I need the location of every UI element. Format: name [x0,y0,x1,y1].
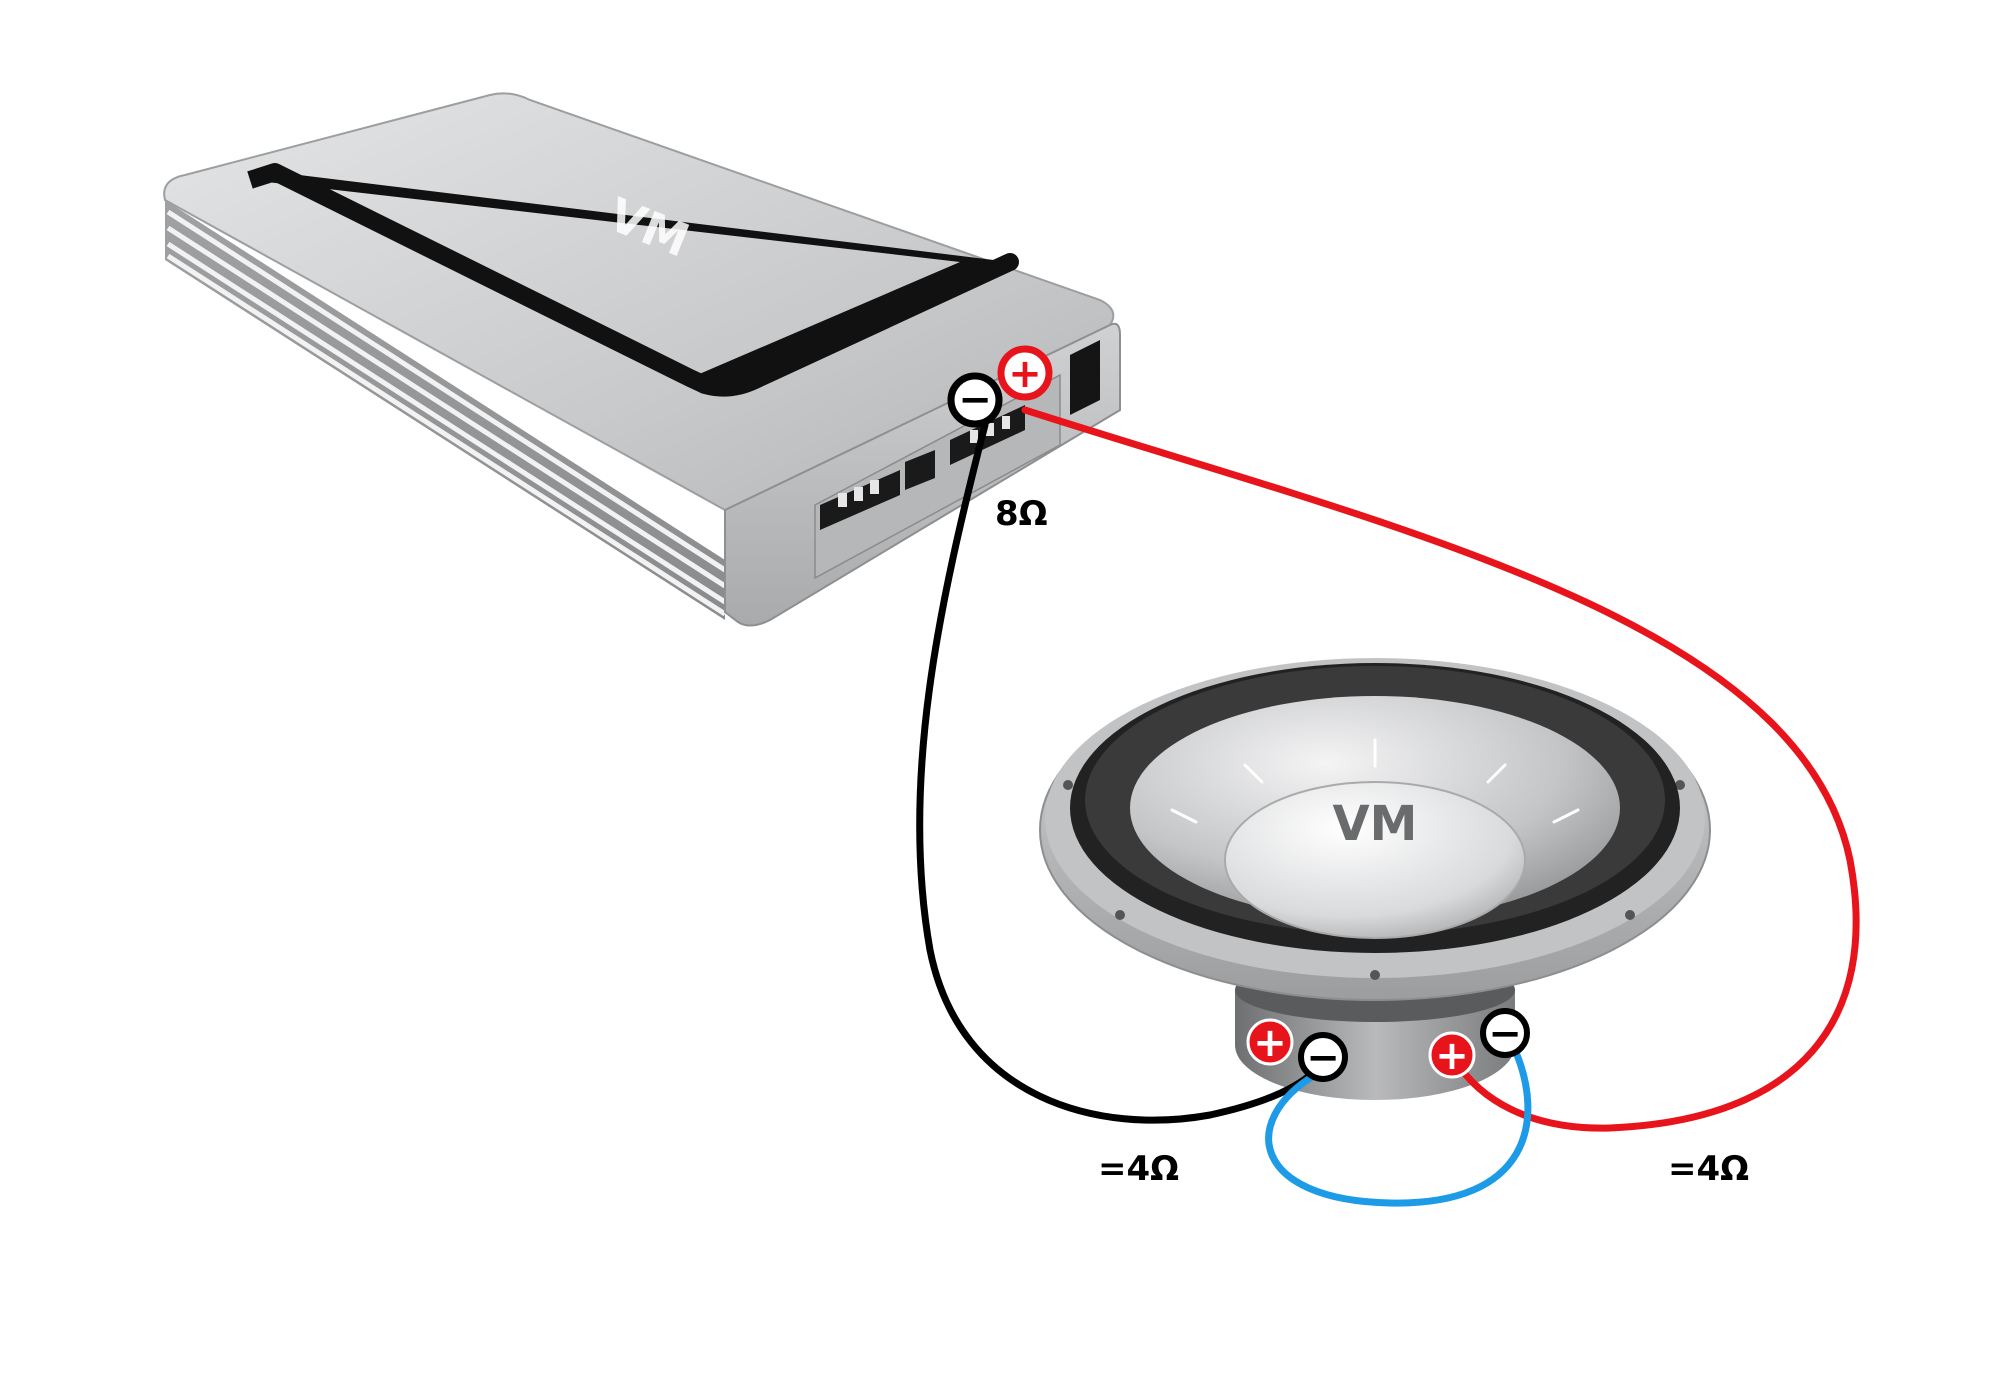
positive-wire [1021,406,1860,1132]
coil1-negative-terminal: − [1298,1032,1348,1082]
coil1-positive-terminal: + [1246,1018,1294,1066]
subwoofer-dust-cap [1224,781,1526,939]
jumper-wire [1265,1046,1532,1207]
coil-right-impedance-label: =4Ω [1668,1149,1749,1189]
subwoofer-logo: VM [1333,796,1418,852]
coil2-positive-terminal: + [1428,1031,1476,1079]
coil2-negative-sign: − [1488,1011,1522,1057]
amp-positive-sign: + [1008,351,1042,397]
amplifier-heatsink-side [165,200,725,620]
amplifier: VM [163,92,1121,627]
negative-wire [916,421,1329,1124]
coil1-positive-sign: + [1253,1020,1287,1066]
wires [916,406,1860,1207]
amplifier-heatsink-fins [166,209,727,617]
amplifier-top-stripe [250,172,1010,390]
coil-left-impedance-label: =4Ω [1098,1149,1179,1189]
amp-impedance-label: 8Ω [995,494,1048,534]
subwoofer: VM [1039,658,1711,1100]
coil1-negative-sign: − [1306,1035,1340,1081]
coil2-positive-sign: + [1435,1033,1469,1079]
amp-negative-sign: − [958,377,992,423]
amplifier-power-port [1070,340,1100,415]
amp-positive-terminal: + [997,345,1053,401]
amp-negative-terminal: − [947,372,1003,428]
coil2-negative-terminal: − [1480,1008,1530,1058]
